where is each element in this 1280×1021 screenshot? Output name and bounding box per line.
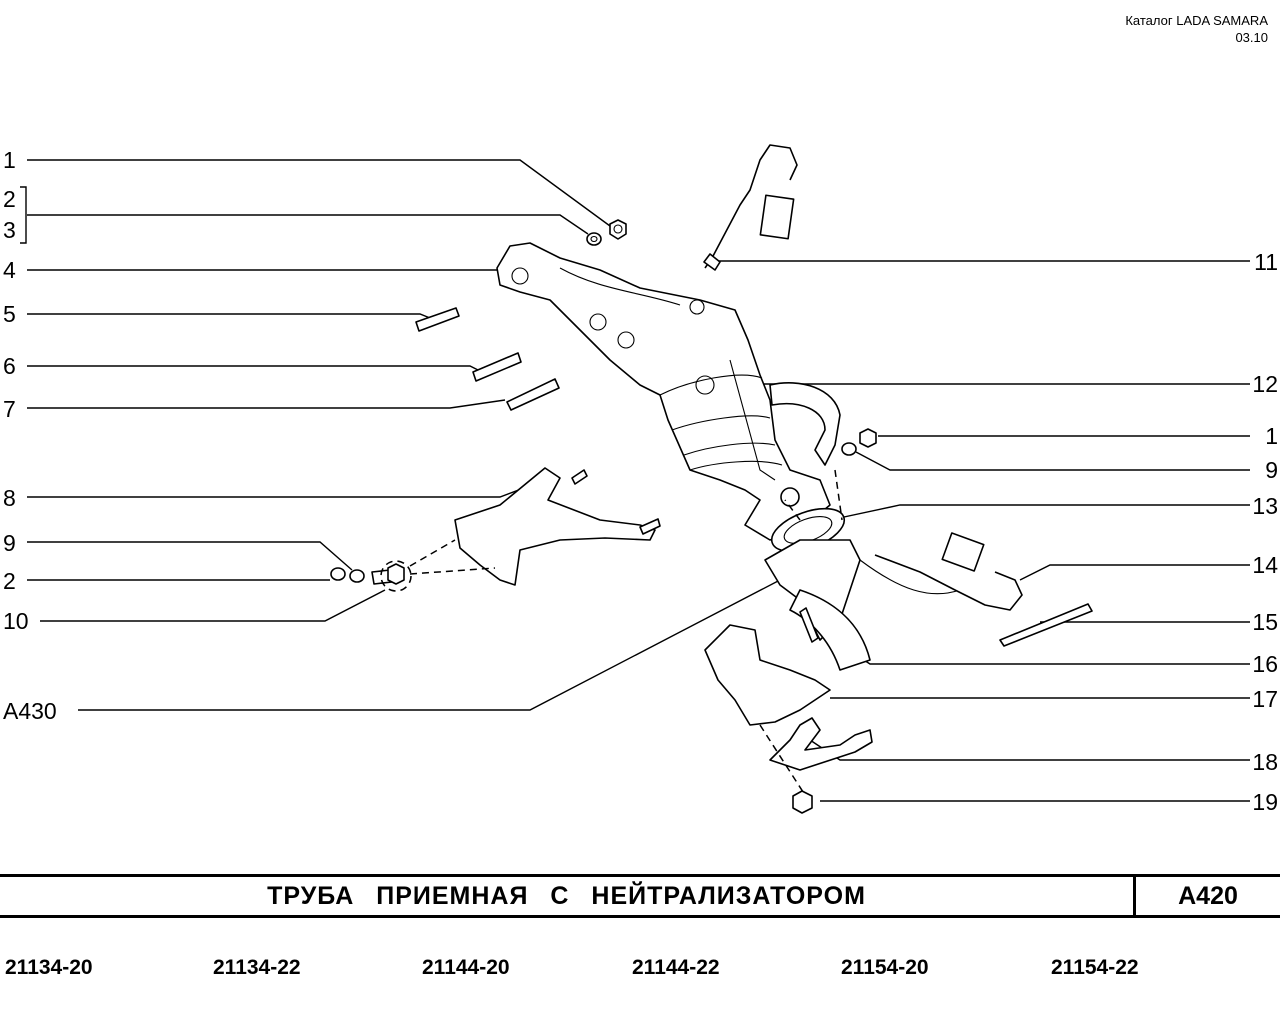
callout-14: 14 [1252,552,1278,578]
callout-3: 3 [3,217,16,243]
studs [415,307,560,411]
left-leader-lines [27,159,781,711]
lower-heat-shield [704,624,831,726]
model-code: 21144-22 [632,956,720,979]
callout-1-right: 1 [1265,423,1278,449]
catalog-header: Каталог LADA SAMARA 03.10 [1125,12,1268,46]
callout-8: 8 [3,485,16,511]
callout-9-right: 9 [1265,457,1278,483]
callout-11: 11 [1254,249,1278,275]
model-code: 21134-22 [213,956,301,979]
page-title: ТРУБА ПРИЕМНАЯ С НЕЙТРАЛИЗАТОРОМ [0,877,1136,915]
section-code: A420 [1178,881,1238,910]
model-code: 21134-20 [5,956,93,979]
oxygen-sensor-upper [703,144,798,271]
catalog-title: Каталог LADA SAMARA [1125,13,1268,28]
callout-9-left: 9 [3,530,16,556]
callout-18: 18 [1252,749,1278,775]
cable-tie [999,603,1093,647]
title-bar: ТРУБА ПРИЕМНАЯ С НЕЙТРАЛИЗАТОРОМ A420 [0,874,1280,918]
callout-16: 16 [1252,651,1278,677]
callout-2-top: 2 [3,186,16,212]
exploded-parts-diagram: 1 2 3 4 5 6 7 8 9 2 10 A430 11 12 1 9 13… [3,144,1278,815]
stud-16 [799,607,819,643]
model-list: 21134-20 21134-22 21144-20 21144-22 2115… [0,956,1280,984]
bracket-2-3 [20,186,27,244]
callout-13: 13 [1252,493,1278,519]
model-code: 21154-22 [1051,956,1139,979]
model-code: 21154-20 [841,956,929,979]
assembly-arrows [409,469,843,796]
callout-15: 15 [1252,609,1278,635]
callout-19: 19 [1252,789,1278,815]
catalog-date: 03.10 [1235,30,1268,45]
callout-12: 12 [1252,371,1278,397]
heat-shield-bracket [769,382,841,466]
nut-washer-right [841,428,877,456]
callout-7: 7 [3,396,16,422]
nut-19 [792,790,813,814]
model-code: 21144-20 [422,956,510,979]
callout-a430: A430 [3,698,57,724]
oxygen-sensor-lower [874,532,1023,611]
bolt-washers-left [330,560,412,592]
callout-5: 5 [3,301,16,327]
nut-washer-top [586,219,627,246]
callout-2-bottom: 2 [3,568,16,594]
callout-4: 4 [3,257,16,283]
callout-1-left: 1 [3,147,16,173]
callout-17: 17 [1252,686,1278,712]
support-bracket-18 [769,717,873,771]
callout-10: 10 [3,608,29,634]
mounting-bracket-8 [454,467,661,586]
callout-6: 6 [3,353,16,379]
